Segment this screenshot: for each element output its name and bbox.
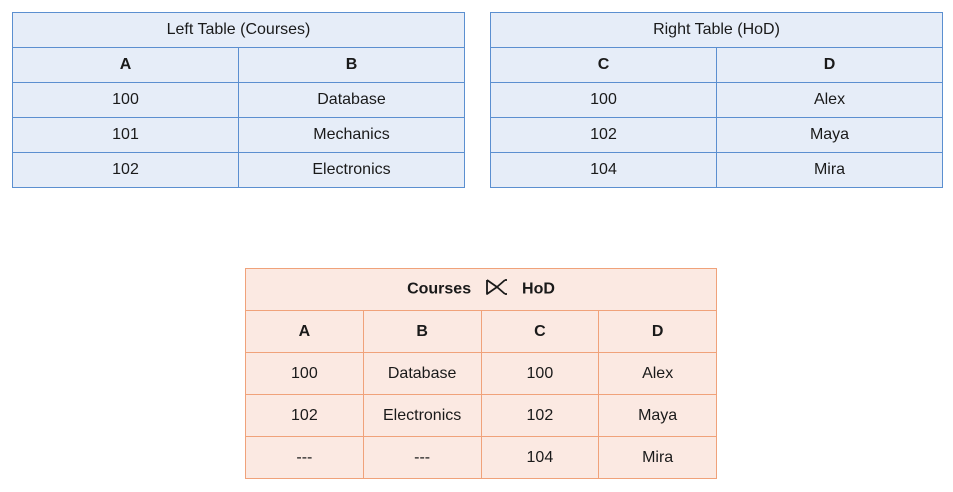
table-row: 102 Maya [490,117,943,153]
join-table-title: Courses HoD [245,268,717,311]
table-cell: Mira [598,436,717,479]
left-header-a: A [12,47,239,83]
join-result-table: Courses HoD A B C D 100 Database 100 Ale… [245,268,717,479]
table-cell: --- [362,436,482,479]
table-row: 100 Database 100 Alex [245,352,717,395]
table-cell: Electronics [238,152,465,188]
left-table-courses: Left Table (Courses) A B 100 Database 10… [12,12,465,188]
table-cell: Database [362,352,482,395]
table-cell: 102 [245,394,364,437]
join-header-c: C [480,310,600,353]
table-cell: Database [238,82,465,118]
table-row: 102 Electronics 102 Maya [245,394,717,437]
right-header-d: D [716,47,943,83]
table-cell: 100 [12,82,239,118]
table-row: 100 Database [12,82,465,118]
table-cell: Mira [716,152,943,188]
table-cell: 102 [12,152,239,188]
table-cell: Electronics [362,394,482,437]
table-cell: 100 [480,352,600,395]
join-header-d: D [598,310,717,353]
table-cell: Mechanics [238,117,465,153]
table-cell: 101 [12,117,239,153]
table-row: 102 Electronics [12,152,465,188]
right-table-hod: Right Table (HoD) C D 100 Alex 102 Maya … [490,12,943,188]
table-cell: 102 [490,117,717,153]
table-cell: 104 [490,152,717,188]
join-header-b: B [362,310,482,353]
table-row: 101 Mechanics [12,117,465,153]
left-table-title: Left Table (Courses) [12,12,465,48]
right-header-c: C [490,47,717,83]
table-cell: 100 [490,82,717,118]
left-header-b: B [238,47,465,83]
join-left-name: Courses [407,280,472,298]
table-cell: Alex [716,82,943,118]
right-outer-join-icon [485,279,508,300]
table-row: --- --- 104 Mira [245,436,717,479]
table-cell: Maya [598,394,717,437]
table-cell: 100 [245,352,364,395]
table-cell: Alex [598,352,717,395]
table-cell: 102 [480,394,600,437]
join-header-a: A [245,310,364,353]
right-table-title: Right Table (HoD) [490,12,943,48]
join-right-name: HoD [522,280,555,298]
table-cell: --- [245,436,364,479]
table-cell: Maya [716,117,943,153]
table-cell: 104 [480,436,600,479]
table-row: 104 Mira [490,152,943,188]
table-row: 100 Alex [490,82,943,118]
